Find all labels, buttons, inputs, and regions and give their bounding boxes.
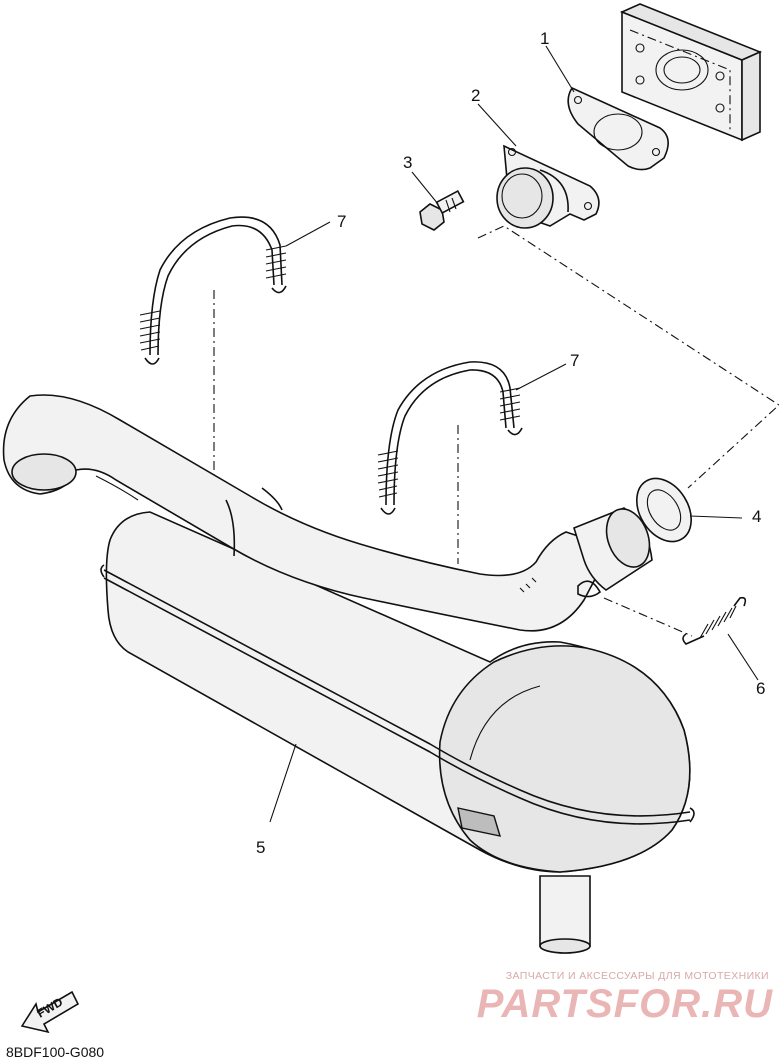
bolt-part <box>419 189 465 231</box>
watermark-logo: PARTSFOR.RU <box>476 982 773 1026</box>
callout-7-middle: 7 <box>570 351 579 370</box>
muffler-part <box>100 511 695 954</box>
callout-7-upper: 7 <box>337 212 346 231</box>
forward-arrow-icon: FWD <box>20 990 80 1034</box>
hanger-spring-upper <box>139 216 287 365</box>
watermark-tagline: ЗАПЧАСТИ И АКСЕССУАРЫ ДЛЯ МОТОТЕХНИКИ <box>505 970 769 982</box>
callout-2: 2 <box>471 86 480 105</box>
exhaust-joint-part <box>496 144 600 229</box>
leader-lines <box>285 45 759 681</box>
gasket-part <box>567 86 669 171</box>
callout-labels: 1 2 3 4 5 6 7 7 <box>256 29 765 857</box>
exhaust-pipe-part <box>2 394 653 632</box>
cylinder-fragment <box>619 3 763 142</box>
callout-1: 1 <box>540 29 549 48</box>
spring-part <box>682 596 747 645</box>
callout-5: 5 <box>256 838 265 857</box>
hanger-spring-middle <box>377 361 523 515</box>
gasket-ring-part <box>636 477 692 543</box>
callout-4: 4 <box>752 507 761 526</box>
callout-3: 3 <box>403 153 412 172</box>
drawing-code: 8BDF100-G080 <box>6 1044 105 1060</box>
callout-6: 6 <box>756 679 765 698</box>
